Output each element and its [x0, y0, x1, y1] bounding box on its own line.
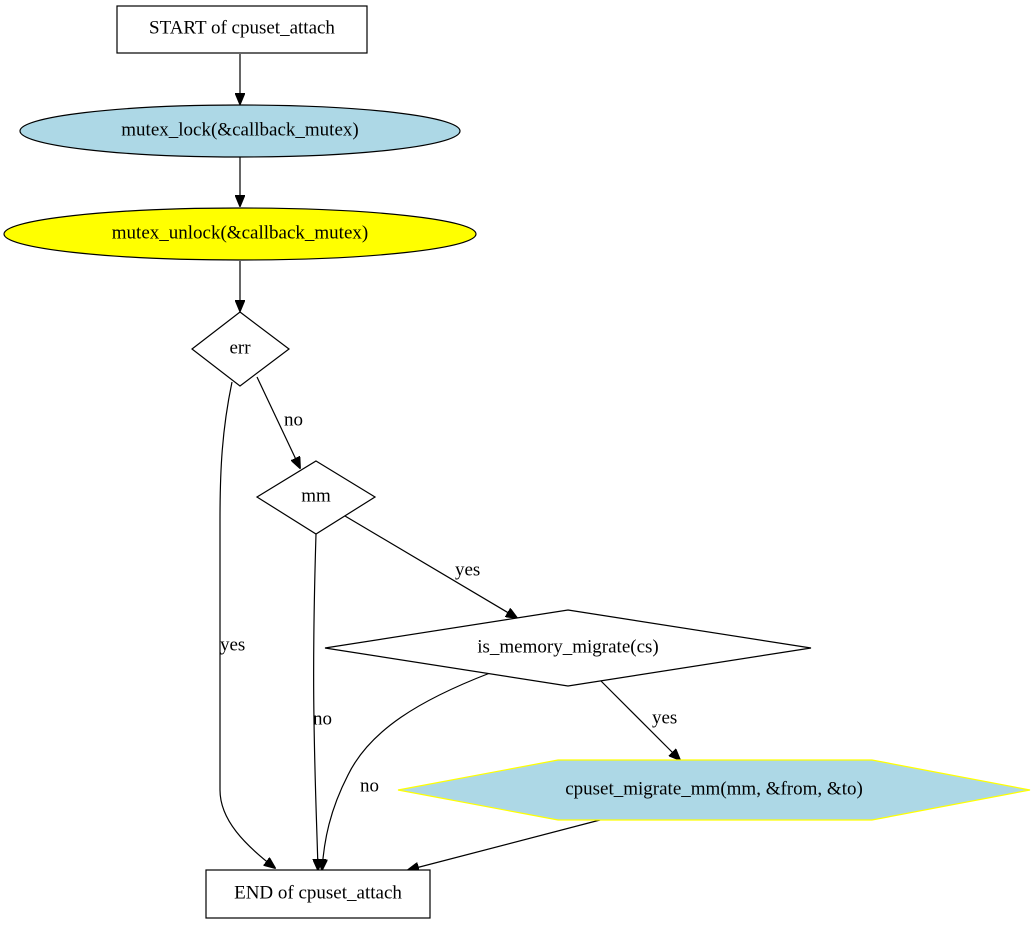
edge-label-err-to-mm: no: [284, 409, 303, 430]
edge-err-to-mm: [256, 376, 300, 468]
node-mm-shape: [255, 460, 377, 535]
node-mm-label: mm: [301, 485, 331, 506]
edge-label-migrate-check-to-migrate-mm: yes: [652, 707, 677, 728]
node-mutex-unlock: mutex_unlock(&callback_mutex): [3, 207, 477, 261]
edge-label-mm-to-end: no: [313, 708, 332, 729]
node-err-label: err: [229, 337, 251, 358]
node-mutex-unlock-label: mutex_unlock(&callback_mutex): [112, 222, 368, 243]
edges-layer: no yes yes no yes no: [219, 54, 680, 870]
node-end-shape: [205, 869, 431, 919]
node-mutex-lock-label: mutex_lock(&callback_mutex): [121, 119, 358, 140]
node-end-label: END of cpuset_attach: [234, 882, 402, 903]
edge-mm-to-end: [314, 533, 318, 870]
node-is-memory-migrate-shape: [324, 609, 812, 687]
node-is-memory-migrate: is_memory_migrate(cs): [324, 609, 812, 687]
edge-label-err-to-end: yes: [220, 634, 245, 655]
node-err: err: [191, 311, 290, 387]
node-cpuset-migrate-mm-label: cpuset_migrate_mm(mm, &from, &to): [565, 778, 863, 799]
edge-migrate-check-to-migrate-mm: [599, 679, 680, 760]
node-start-label: START of cpuset_attach: [149, 17, 335, 38]
edge-migrate-check-to-end: [322, 672, 491, 870]
node-mutex-unlock-shape: [3, 207, 477, 261]
edge-mm-to-migrate-check: [344, 515, 517, 618]
node-mutex-lock: mutex_lock(&callback_mutex): [19, 104, 461, 158]
nodes-layer: START of cpuset_attach mutex_lock(&callb…: [3, 5, 1031, 919]
edge-label-mm-to-migrate-check: yes: [455, 559, 480, 580]
node-cpuset-migrate-mm-shape: [397, 759, 1031, 821]
node-end: END of cpuset_attach: [205, 869, 431, 919]
edge-label-migrate-check-to-end: no: [360, 775, 379, 796]
edge-migrate-mm-to-end: [408, 819, 601, 870]
node-start: START of cpuset_attach: [116, 5, 368, 54]
node-err-shape: [191, 311, 290, 387]
edge-err-to-end: [219, 381, 275, 868]
node-mutex-lock-shape: [19, 104, 461, 158]
node-is-memory-migrate-label: is_memory_migrate(cs): [477, 636, 659, 657]
node-cpuset-migrate-mm: cpuset_migrate_mm(mm, &from, &to): [397, 759, 1031, 821]
node-start-shape: [116, 5, 368, 54]
node-mm: mm: [255, 460, 377, 535]
